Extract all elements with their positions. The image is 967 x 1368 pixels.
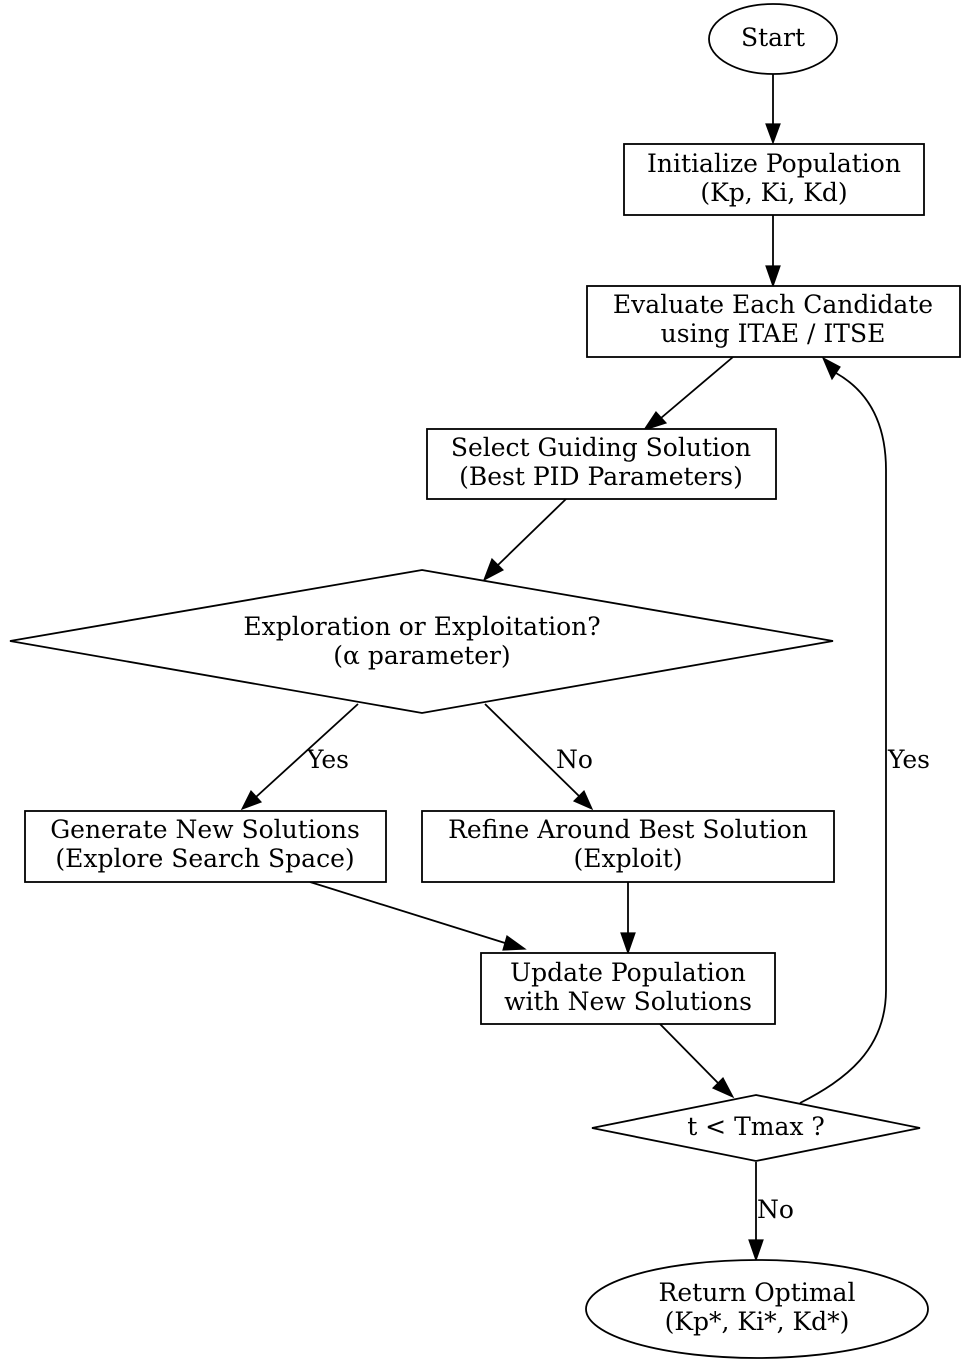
node-iteration-check: t < Tmax ?	[591, 1094, 921, 1162]
node-refine-best-solution-line-1: Refine Around Best Solution	[448, 815, 808, 844]
node-return-optimal-line-1: Return Optimal	[659, 1278, 856, 1307]
node-initialize-population: Initialize Population (Kp, Ki, Kd)	[623, 143, 925, 216]
node-refine-best-solution-line-2: (Exploit)	[574, 844, 683, 873]
node-return-optimal: Return Optimal (Kp*, Ki*, Kd*)	[585, 1259, 929, 1359]
edges	[240, 74, 887, 1262]
edge-labels: Yes No Yes No	[306, 745, 930, 1224]
node-return-optimal-line-2: (Kp*, Ki*, Kd*)	[665, 1307, 850, 1336]
edge-start-to-init	[765, 74, 781, 145]
node-exploration-decision-line-1: Exploration or Exploitation?	[243, 612, 600, 641]
edge-check-to-result	[748, 1162, 764, 1262]
edge-decision-to-explore	[240, 703, 359, 811]
edge-label-end-no: No	[757, 1195, 794, 1224]
edge-label-loop-yes: Yes	[887, 745, 930, 774]
node-update-population: Update Population with New Solutions	[480, 952, 776, 1025]
edge-label-decision-yes: Yes	[306, 745, 349, 774]
node-refine-best-solution: Refine Around Best Solution (Exploit)	[421, 810, 835, 883]
edge-exploit-to-update	[620, 882, 636, 955]
node-start-line-1: Start	[741, 23, 805, 52]
node-evaluate-candidates: Evaluate Each Candidate using ITAE / ITS…	[586, 285, 961, 358]
edge-explore-to-update	[309, 881, 527, 951]
node-select-guiding-solution-line-2: (Best PID Parameters)	[459, 462, 743, 491]
node-select-guiding-solution: Select Guiding Solution (Best PID Parame…	[426, 428, 777, 500]
node-update-population-line-2: with New Solutions	[504, 987, 752, 1016]
node-exploration-decision: Exploration or Exploitation? (α paramete…	[9, 569, 834, 714]
edge-update-to-check	[659, 1023, 735, 1099]
node-generate-new-solutions-line-1: Generate New Solutions	[50, 815, 360, 844]
edge-evaluate-to-select	[642, 356, 734, 432]
node-start: Start	[708, 3, 838, 75]
node-iteration-check-line-1: t < Tmax ?	[687, 1112, 825, 1141]
edge-decision-to-exploit	[484, 703, 594, 811]
node-initialize-population-line-1: Initialize Population	[647, 149, 901, 178]
edge-init-to-evaluate	[765, 215, 781, 288]
node-exploration-decision-line-2: (α parameter)	[333, 641, 510, 670]
node-initialize-population-line-2: (Kp, Ki, Kd)	[700, 178, 847, 207]
edge-select-to-decision	[482, 498, 567, 582]
node-update-population-line-1: Update Population	[510, 958, 746, 987]
node-generate-new-solutions-line-2: (Explore Search Space)	[55, 844, 354, 873]
node-select-guiding-solution-line-1: Select Guiding Solution	[451, 433, 751, 462]
node-evaluate-candidates-line-2: using ITAE / ITSE	[661, 319, 886, 348]
node-generate-new-solutions: Generate New Solutions (Explore Search S…	[24, 810, 387, 883]
node-evaluate-candidates-line-1: Evaluate Each Candidate	[613, 290, 933, 319]
edge-label-decision-no: No	[556, 745, 593, 774]
edge-check-to-evaluate-loop	[799, 356, 887, 1104]
